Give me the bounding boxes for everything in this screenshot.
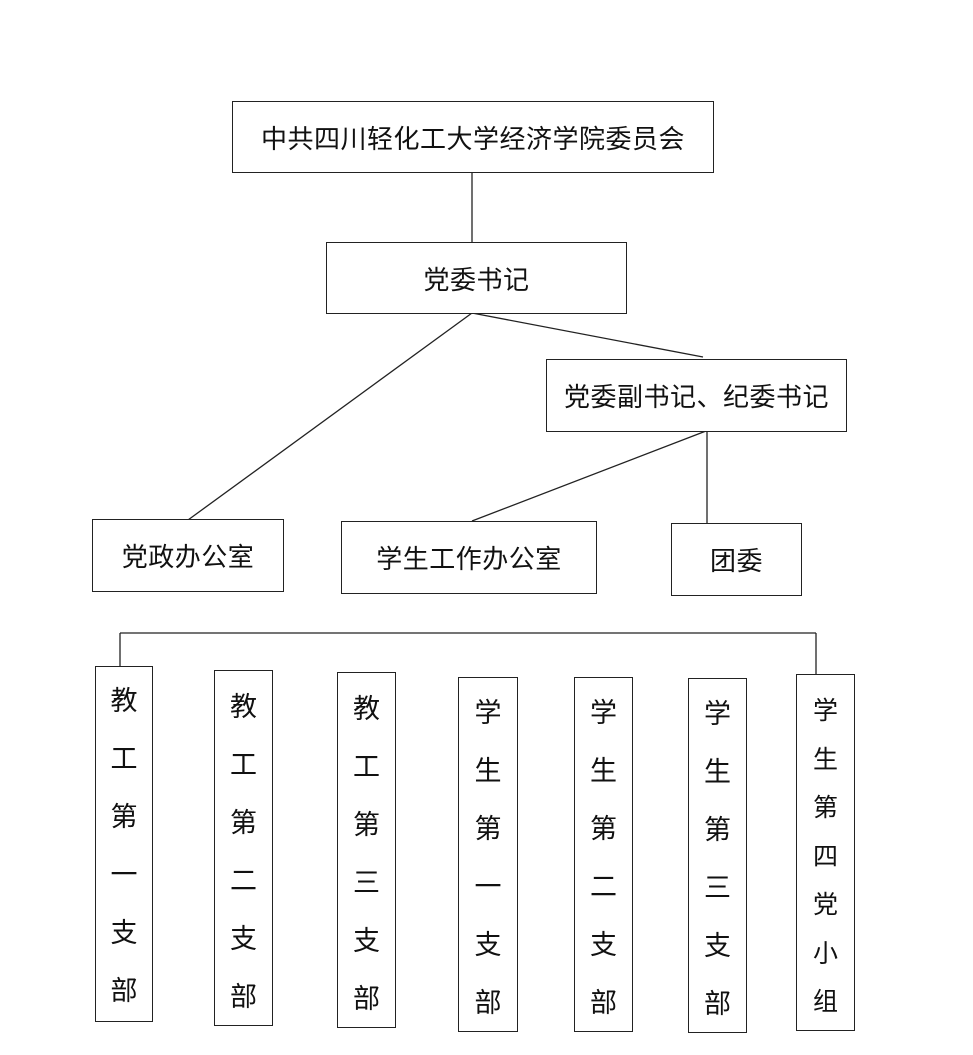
branch-box: 学 生 第 二 支 部 — [574, 677, 633, 1032]
student-affairs-office-box: 学生工作办公室 — [341, 521, 597, 594]
branch-label-char: 支 — [353, 926, 380, 957]
branch-label-char: 支 — [590, 930, 617, 961]
branch-label-char: 第 — [474, 814, 502, 845]
branch-label-char: 四 — [812, 841, 838, 871]
branch-label-char: 工 — [230, 750, 257, 781]
branch-label-char: 支 — [110, 918, 138, 949]
branch-label-char: 教 — [110, 686, 138, 717]
branch-label-char: 生 — [590, 756, 617, 787]
branch-label-char: 生 — [474, 756, 502, 787]
branch-label-char: 支 — [474, 930, 502, 961]
line-secretary-to-party-admin — [187, 312, 473, 521]
branch-label-char: 部 — [474, 988, 502, 1019]
line-deputy-to-student-affairs — [471, 430, 707, 522]
deputy-box: 党委副书记、纪委书记 — [546, 359, 847, 432]
branch-label-char: 部 — [110, 976, 138, 1007]
youth-league-box: 团委 — [671, 523, 802, 596]
branch-label-char: 学 — [590, 698, 617, 729]
branch-label-char: 第 — [110, 802, 138, 833]
branch-box: 教 工 第 二 支 部 — [214, 670, 273, 1026]
branch-label-char: 生 — [704, 757, 731, 788]
branch-label-char: 第 — [704, 815, 731, 846]
branch-label-char: 第 — [812, 793, 838, 822]
branch-label-char: 教 — [230, 692, 257, 723]
branch-label-char: 部 — [353, 984, 380, 1015]
party-admin-office-label: 党政办公室 — [121, 543, 255, 573]
youth-league-label: 团委 — [709, 547, 763, 577]
branch-label-char: 一 — [110, 860, 138, 891]
branch-label-char: 第 — [353, 810, 380, 841]
branch-box: 教 工 第 三 支 部 — [337, 672, 396, 1028]
branch-label-char: 部 — [230, 982, 257, 1013]
branch-box: 学 生 第 四 党 小 组 — [796, 674, 855, 1031]
student-affairs-office-label: 学生工作办公室 — [376, 545, 562, 575]
branch-label-char: 党 — [812, 890, 838, 919]
branch-label-char: 生 — [812, 744, 838, 774]
branch-label-char: 学 — [474, 698, 502, 729]
party-admin-office-box: 党政办公室 — [92, 519, 284, 592]
branch-label-char: 工 — [110, 744, 138, 775]
branch-box: 学 生 第 一 支 部 — [458, 677, 518, 1032]
branch-label-char: 三 — [353, 868, 380, 899]
branch-label-char: 支 — [704, 931, 731, 962]
branch-box: 教 工 第 一 支 部 — [95, 666, 153, 1022]
branch-label-char: 教 — [353, 694, 380, 725]
branch-label-char: 小 — [812, 938, 838, 968]
branch-label-char: 学 — [812, 696, 838, 725]
branch-label-char: 部 — [704, 989, 731, 1020]
branch-label-char: 工 — [353, 752, 380, 783]
branch-label-char: 二 — [230, 866, 257, 897]
branch-label-char: 第 — [590, 814, 617, 845]
branch-label-char: 组 — [812, 987, 838, 1016]
branch-label-char: 支 — [230, 924, 257, 955]
line-secretary-to-deputy — [471, 312, 704, 358]
branch-label-char: 第 — [230, 808, 257, 839]
branch-label-char: 二 — [590, 872, 617, 903]
secretary-label: 党委书记 — [423, 265, 530, 296]
branch-label-char: 学 — [704, 699, 731, 730]
branch-label-char: 部 — [590, 988, 617, 1019]
secretary-box: 党委书记 — [326, 242, 627, 314]
committee-box: 中共四川轻化工大学经济学院委员会 — [232, 101, 714, 173]
deputy-label: 党委副书记、纪委书记 — [563, 383, 829, 413]
branch-label-char: 一 — [474, 872, 502, 903]
branch-label-char: 三 — [704, 873, 731, 904]
committee-label: 中共四川轻化工大学经济学院委员会 — [260, 124, 685, 155]
branch-box: 学 生 第 三 支 部 — [688, 678, 747, 1033]
